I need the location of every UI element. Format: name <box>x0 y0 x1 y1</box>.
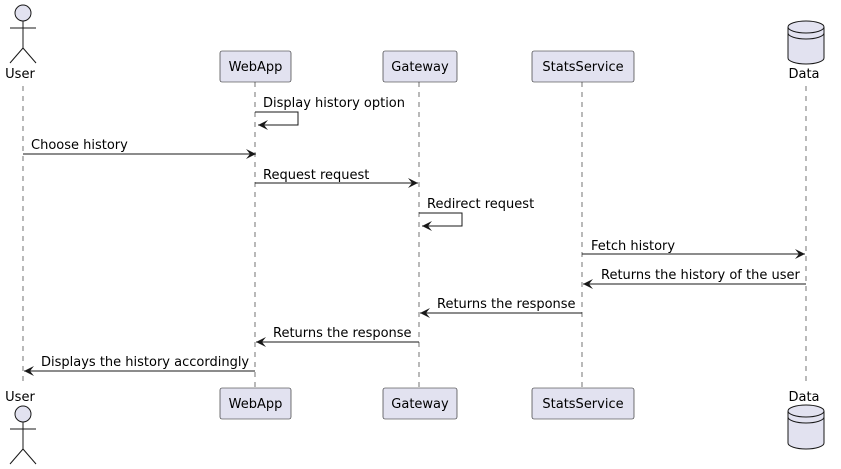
message-arrow: Choose history <box>23 138 256 159</box>
actor-user-bottom: User <box>5 390 37 465</box>
database-icon <box>787 404 825 450</box>
participant-label: Data <box>788 67 819 82</box>
participant-gateway-bottom: Gateway <box>382 387 458 420</box>
message-label: Display history option <box>263 96 405 111</box>
message-label: Returns the response <box>437 297 576 312</box>
actor-figure-icon <box>9 405 37 465</box>
participant-label: Gateway <box>391 397 449 412</box>
message-label: Redirect request <box>427 197 534 212</box>
participant-label: Gateway <box>391 60 449 75</box>
participant-label: Data <box>788 390 819 405</box>
messages: Display history option Choose history Re… <box>23 96 806 376</box>
message-arrow: Returns the history of the user <box>583 268 806 289</box>
participant-label: WebApp <box>229 60 283 75</box>
participant-gateway-top: Gateway <box>382 50 458 83</box>
message-label: Returns the history of the user <box>601 268 800 283</box>
participant-label: StatsService <box>542 397 623 412</box>
lifelines <box>22 82 807 388</box>
message-arrow: Returns the response <box>420 297 582 318</box>
message-label: Fetch history <box>591 239 675 254</box>
actor-figure-icon <box>9 4 37 64</box>
message-arrow: Fetch history <box>582 239 805 259</box>
message-self: Redirect request <box>419 197 534 231</box>
message-label: Returns the response <box>273 326 412 341</box>
message-label: Displays the history accordingly <box>41 355 249 370</box>
message-label: Choose history <box>31 138 128 153</box>
database-data-top: Data <box>787 20 825 82</box>
message-arrow: Request request <box>255 168 418 188</box>
database-icon <box>787 20 825 65</box>
participant-label: User <box>5 390 35 405</box>
participants-top: User WebApp Gateway StatsService Data <box>5 4 825 83</box>
participant-webapp-bottom: WebApp <box>219 387 292 420</box>
message-label: Request request <box>263 168 369 183</box>
participant-stats-top: StatsService <box>531 50 635 83</box>
participant-webapp-top: WebApp <box>219 50 292 83</box>
message-self: Display history option <box>255 96 405 130</box>
participant-label: StatsService <box>542 60 623 75</box>
database-data-bottom: Data <box>787 390 825 450</box>
participant-label: User <box>5 67 35 82</box>
actor-user-top: User <box>5 4 37 82</box>
message-arrow: Displays the history accordingly <box>24 355 255 376</box>
participant-label: WebApp <box>229 397 283 412</box>
participant-stats-bottom: StatsService <box>531 387 635 420</box>
message-arrow: Returns the response <box>256 326 419 347</box>
participants-bottom: User WebApp Gateway StatsService Dat <box>5 387 825 465</box>
